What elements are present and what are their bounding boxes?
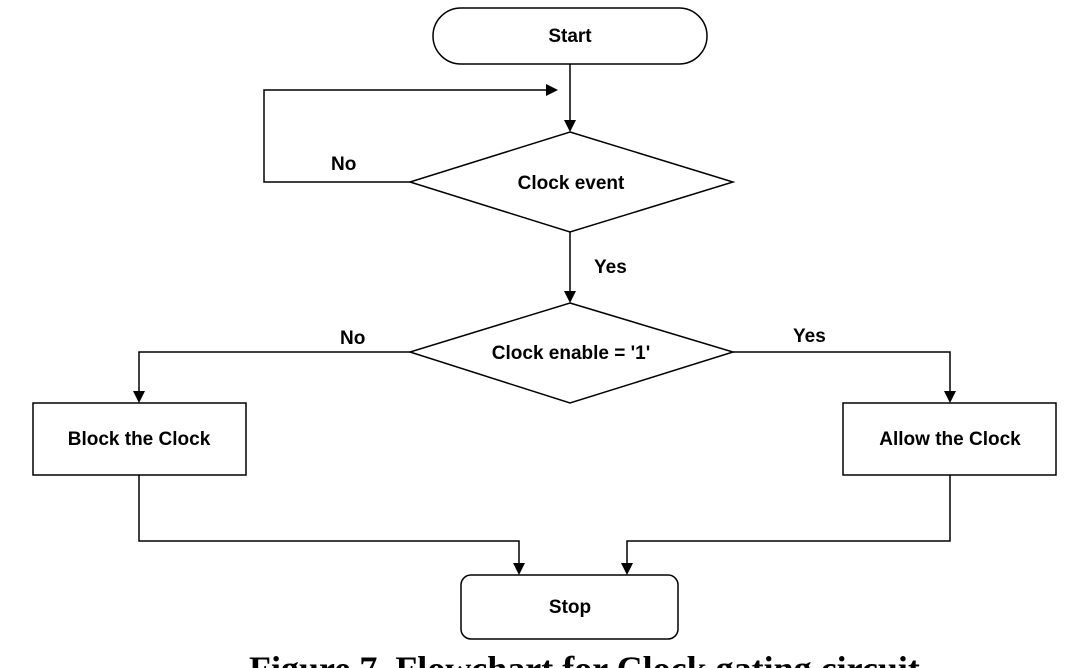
stop-label: Stop — [549, 597, 591, 618]
enable-yes-label: Yes — [793, 326, 826, 347]
clock-enable-decision — [407, 302, 736, 404]
clock-enable-label: Clock enable = '1' — [492, 343, 650, 364]
block-clock-label: Block the Clock — [68, 429, 211, 450]
clock-event-yes-label: Yes — [594, 257, 627, 278]
edge-allow-to-stop — [621, 475, 951, 575]
edge-enable-no — [133, 351, 410, 403]
edge-clock-event-no-loop — [263, 84, 558, 183]
stop-terminal — [460, 574, 679, 640]
allow-clock-process — [842, 402, 1057, 476]
allow-clock-label: Allow the Clock — [879, 429, 1021, 450]
edge-enable-yes — [733, 351, 956, 403]
edge-block-to-stop — [138, 475, 525, 575]
clock-event-label: Clock event — [518, 173, 625, 194]
clock-event-no-label: No — [331, 154, 356, 175]
start-label: Start — [548, 26, 592, 47]
block-clock-process — [32, 402, 247, 476]
figure-caption: Figure 7. Flowchart for Clock gating cir… — [249, 649, 920, 668]
enable-no-label: No — [340, 328, 365, 349]
